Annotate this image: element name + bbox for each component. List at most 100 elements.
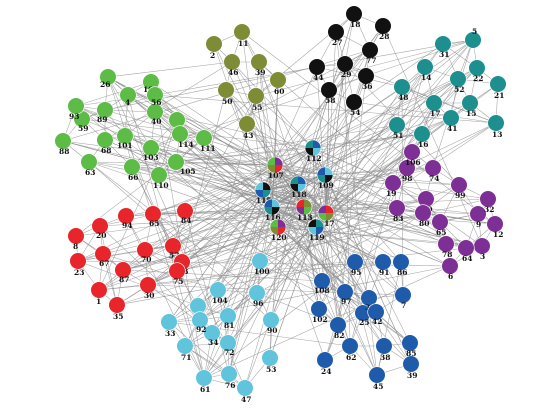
hub-slice xyxy=(270,227,278,235)
node-circle xyxy=(96,101,114,119)
node-label: 119 xyxy=(309,233,325,242)
node-label: 88 xyxy=(59,147,69,156)
hub-slice xyxy=(275,157,283,165)
node-label: 7 xyxy=(401,301,406,310)
node-label: 75 xyxy=(173,277,183,286)
node-12: 12 xyxy=(486,215,504,239)
node-circle xyxy=(416,58,434,76)
node-label: 96 xyxy=(253,299,263,308)
hub-outline xyxy=(295,198,313,216)
node-113: 113 xyxy=(295,198,313,222)
edge xyxy=(262,78,459,191)
node-label: 101 xyxy=(117,141,133,150)
edge xyxy=(147,284,404,296)
node-circle xyxy=(310,300,328,318)
node-circle xyxy=(247,87,265,105)
node-31: 31 xyxy=(434,35,452,59)
node-64: 64 xyxy=(457,239,475,263)
node-13: 13 xyxy=(487,114,505,139)
node-95: 95 xyxy=(346,253,364,277)
node-circle xyxy=(168,262,186,280)
edge xyxy=(107,76,152,149)
node-circle xyxy=(146,103,164,121)
node-label: 89 xyxy=(97,115,107,124)
node-27: 27 xyxy=(327,23,345,47)
node-114: 114 xyxy=(171,125,194,149)
node-6: 6 xyxy=(441,257,459,281)
edge xyxy=(262,189,327,214)
edge xyxy=(99,225,118,306)
edge xyxy=(277,101,355,228)
node-label: 13 xyxy=(492,130,502,139)
node-circle xyxy=(457,239,475,257)
edge xyxy=(312,13,355,149)
node-90: 90 xyxy=(262,311,280,335)
hub-slice xyxy=(316,219,324,227)
node-label: 52 xyxy=(454,85,464,94)
node-label: 21 xyxy=(494,91,504,100)
node-label: 108 xyxy=(314,286,330,295)
node-105: 105 xyxy=(167,153,196,176)
node-label: 1 xyxy=(96,297,101,306)
node-circle xyxy=(176,202,194,220)
node-label: 14 xyxy=(421,73,431,82)
node-label: 42 xyxy=(372,317,382,326)
node-label: 65 xyxy=(436,228,446,237)
node-80: 80 xyxy=(414,204,432,228)
node-83: 83 xyxy=(388,199,406,223)
node-label: 27 xyxy=(332,38,342,47)
node-96: 96 xyxy=(248,284,266,308)
node-108: 108 xyxy=(313,272,331,295)
hub-slice xyxy=(272,207,280,215)
node-label: 60 xyxy=(274,87,284,96)
node-67: 67 xyxy=(94,245,112,268)
node-32: 32 xyxy=(479,190,497,214)
edge xyxy=(382,25,483,247)
edge xyxy=(199,212,424,321)
node-circle xyxy=(464,31,482,49)
node-circle xyxy=(80,153,98,171)
node-label: 38 xyxy=(380,353,390,362)
node-circle xyxy=(374,253,392,271)
node-11: 11 xyxy=(233,23,251,48)
node-circle xyxy=(136,241,154,259)
edge xyxy=(122,269,323,282)
node-50: 50 xyxy=(217,81,235,106)
node-14: 14 xyxy=(416,58,434,82)
node-102: 102 xyxy=(310,300,328,324)
node-91: 91 xyxy=(374,253,392,277)
node-28: 28 xyxy=(374,17,392,41)
hub-slice xyxy=(318,213,326,221)
node-circle xyxy=(203,324,221,342)
edge xyxy=(315,174,326,228)
hub-slice xyxy=(318,205,326,213)
node-label: 56 xyxy=(151,98,161,107)
node-label: 105 xyxy=(180,167,196,176)
node-106: 106 xyxy=(403,143,421,167)
node-circle xyxy=(220,365,238,383)
node-circle xyxy=(219,307,237,325)
node-circle xyxy=(114,261,132,279)
node-94: 94 xyxy=(117,207,135,230)
node-circle xyxy=(251,252,269,270)
node-8: 8 xyxy=(67,227,85,251)
edge xyxy=(274,164,339,326)
edge xyxy=(184,345,230,375)
node-label: 55 xyxy=(252,103,262,112)
hub-slice xyxy=(255,182,263,190)
node-label: 86 xyxy=(397,268,407,277)
edge xyxy=(315,102,435,228)
node-label: 34 xyxy=(208,338,218,347)
edge xyxy=(122,212,424,271)
node-41: 41 xyxy=(442,109,460,133)
edge xyxy=(154,94,497,124)
node-circle xyxy=(250,53,268,71)
edge xyxy=(277,67,478,228)
node-circle xyxy=(205,35,223,53)
node-label: 114 xyxy=(178,140,194,149)
node-label: 15 xyxy=(466,109,476,118)
node-100: 100 xyxy=(251,252,270,276)
hub-slice xyxy=(278,227,286,235)
node-circle xyxy=(375,337,393,355)
